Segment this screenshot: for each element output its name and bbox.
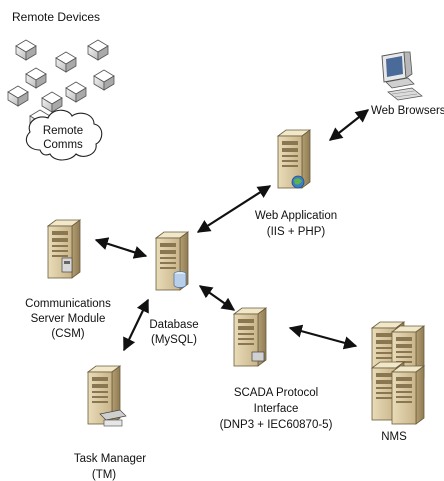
remote-comms-cloud: Remote Comms	[25, 109, 103, 161]
scada-label-line1: SCADA Protocol	[234, 387, 318, 399]
csm-label-line3: (CSM)	[51, 328, 84, 340]
task-manager-label-line1: Task Manager	[74, 453, 146, 465]
web-browsers-label: Web Browsers	[371, 105, 444, 117]
nms-server-cluster-icon	[371, 321, 425, 425]
web-application-label-line2: (IIS + PHP)	[267, 226, 326, 238]
csm-label-line2: Server Module	[31, 313, 106, 325]
remote-device-icon	[25, 67, 47, 89]
arrow-scada-to-nms	[288, 324, 358, 350]
remote-device-icon	[55, 51, 77, 73]
scada-server-icon	[233, 307, 267, 367]
remote-device-icon	[7, 85, 29, 107]
remote-device-icon	[87, 39, 109, 61]
csm-server-icon	[47, 219, 81, 279]
arrow-database-to-task-manager	[123, 298, 149, 352]
task-manager-label-line2: (TM)	[92, 469, 116, 481]
remote-device-icon	[65, 81, 87, 103]
web-browser-workstation-icon	[381, 51, 423, 101]
remote-device-icon	[15, 39, 37, 61]
database-server-icon	[155, 231, 189, 291]
database-label-line1: Database	[149, 319, 198, 331]
arrow-csm-to-database	[94, 237, 148, 259]
remote-device-icon	[93, 69, 115, 91]
arrow-database-to-scada	[198, 285, 236, 311]
scada-label-line2: Interface	[254, 403, 299, 415]
nms-label: NMS	[381, 431, 407, 443]
task-manager-server-icon	[87, 365, 127, 427]
arrow-database-to-web-app	[196, 185, 272, 233]
web-application-server-icon	[277, 129, 311, 189]
remote-comms-label-line2: Comms	[43, 139, 83, 151]
remote-comms-label-line1: Remote	[43, 125, 83, 137]
remote-devices-label: Remote Devices	[12, 10, 100, 24]
scada-label-line3: (DNP3 + IEC60870-5)	[220, 419, 333, 431]
web-application-label-line1: Web Application	[255, 210, 337, 222]
database-label-line2: (MySQL)	[151, 334, 197, 346]
remote-device-icon	[41, 91, 63, 113]
csm-label-line1: Communications	[25, 298, 111, 310]
arrow-web-app-to-browsers	[328, 109, 370, 141]
